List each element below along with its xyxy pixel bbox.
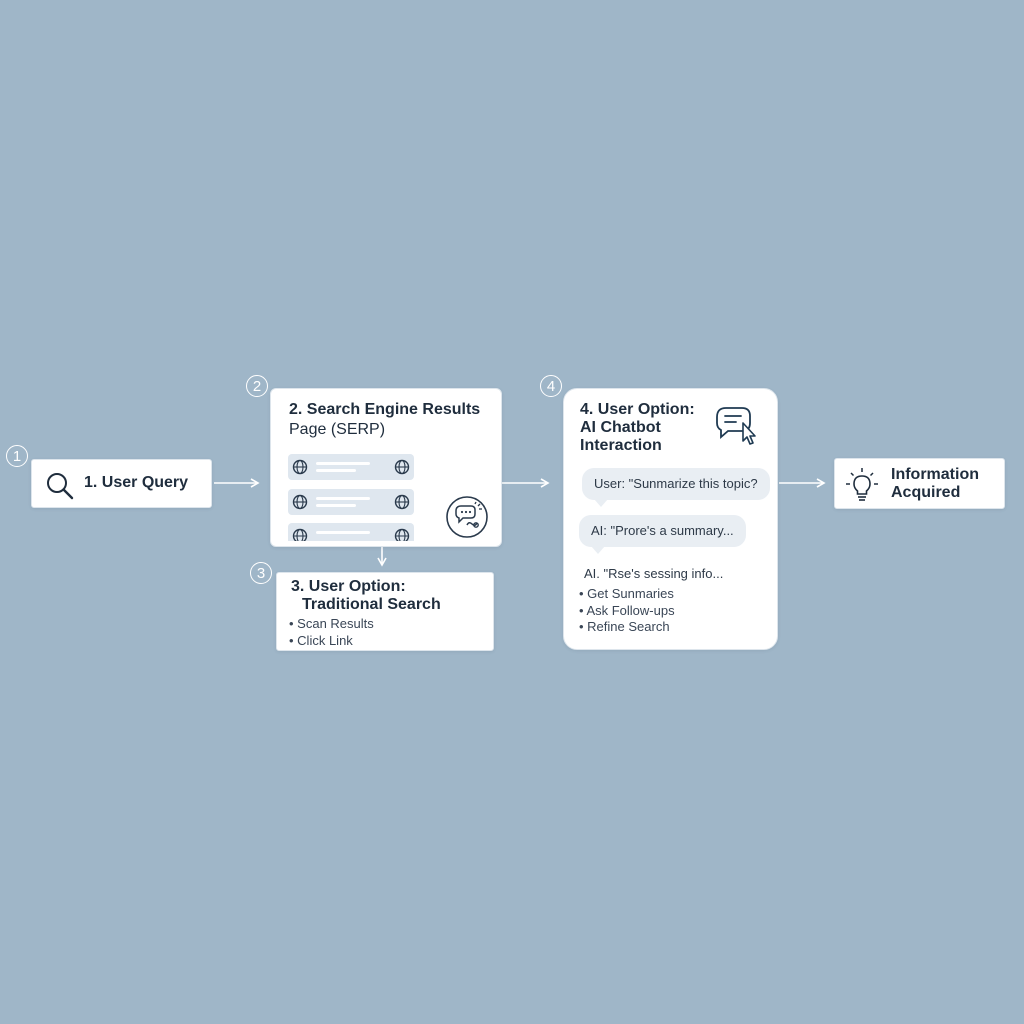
serp-result-row[interactable] [288, 489, 414, 515]
serp-result-row[interactable] [288, 523, 414, 541]
traditional-title-line2: Traditional Search [302, 596, 441, 613]
result-line [316, 462, 370, 465]
globe-icon [394, 459, 410, 475]
chat-bubble-ai: AI: "Prore's a summary... [579, 515, 746, 554]
chatbot-title-line2: AI Chatbot [580, 419, 661, 436]
serp-result-row[interactable] [288, 454, 414, 480]
chat-cursor-icon [716, 407, 756, 445]
bullet-item: Ask Follow-ups [579, 603, 674, 620]
search-icon [47, 473, 74, 500]
traditional-bullets: Scan Results Click Link [289, 616, 374, 649]
result-line [316, 497, 370, 500]
information-title-line2: Acquired [891, 484, 961, 501]
information-title-line1: Information [891, 466, 979, 483]
traditional-search-box[interactable]: 3. User Option: Traditional Search Scan … [276, 572, 494, 651]
ai-chatbot-box[interactable]: 4. User Option: AI Chatbot Interaction U… [563, 388, 778, 650]
chatbot-title-line1: 4. User Option: [580, 401, 695, 418]
bullet-item: Scan Results [289, 616, 374, 633]
chatbot-bullets: Get Sunmaries Ask Follow-ups Refine Sear… [579, 586, 675, 636]
user-query-label: 1. User Query [84, 474, 189, 491]
serp-title-line1: 2. Search Engine Results [289, 401, 481, 418]
user-query-box[interactable]: 1. User Query [31, 459, 212, 508]
step-number-4: 4 [540, 375, 562, 397]
globe-icon [394, 528, 410, 541]
information-acquired-box[interactable]: Information Acquired [834, 458, 1005, 509]
result-line [316, 531, 370, 534]
bullet-item: Refine Search [579, 619, 675, 636]
serp-box: 2. Search Engine Results Page (SERP) [270, 388, 502, 547]
chat-bubble-icon[interactable] [445, 495, 489, 539]
serp-title-line2: Page (SERP) [289, 421, 386, 438]
traditional-title-line1: 3. User Option: [291, 578, 406, 595]
step-number-1: 1 [6, 445, 28, 467]
globe-icon [292, 494, 308, 510]
result-line [316, 469, 356, 472]
chat-line-ai: AI. "Rse's sessing info... [584, 566, 724, 581]
globe-icon [292, 459, 308, 475]
chatbot-title-line3: Interaction [580, 437, 662, 454]
lightbulb-icon [846, 468, 878, 501]
globe-icon [394, 494, 410, 510]
bullet-item: Click Link [289, 633, 374, 650]
step-number-3: 3 [250, 562, 272, 584]
chat-bubble-user: User: "Sunmarize this topic? [582, 468, 770, 507]
bullet-item: Get Sunmaries [579, 586, 675, 603]
result-line [316, 504, 356, 507]
step-number-2: 2 [246, 375, 268, 397]
globe-icon [292, 528, 308, 541]
